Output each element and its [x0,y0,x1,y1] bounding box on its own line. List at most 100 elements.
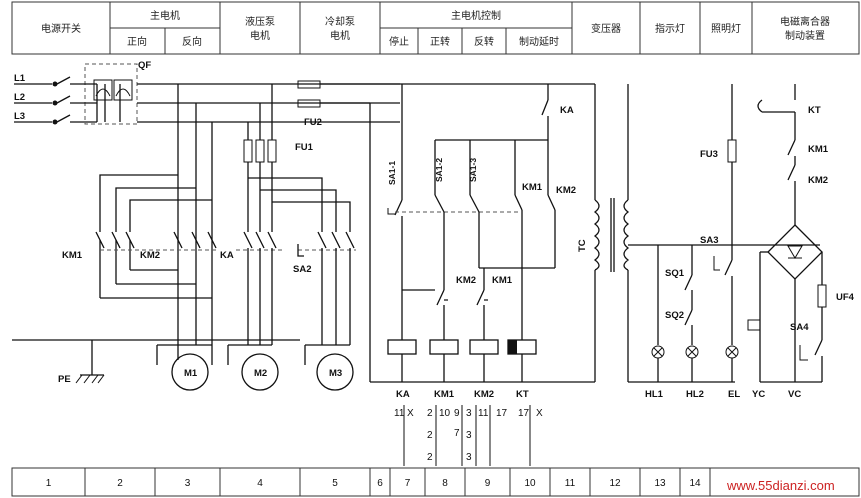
label-coil-km1: KM1 [434,389,455,400]
label-ka-top: KA [560,105,574,116]
label-km2-main: KM2 [140,250,160,261]
xref-km1-8: 2 [427,452,433,463]
clutch-circuit: KT KM1 KM2 UF4 SA4 YC VC [747,84,855,400]
header-cooling-pump: 冷却泵 [325,15,355,28]
label-coil-km2: KM2 [474,389,494,400]
label-yc: YC [752,389,765,400]
label-m3: M3 [329,368,342,379]
watermark: www.55dianzi.com [726,478,835,493]
label-sa1-3: SA1-3 [468,158,478,182]
xref-km1-5: 7 [454,428,460,439]
header-cooling-motor: 电机 [330,29,350,42]
label-tc: TC [577,239,588,252]
footer-cell-1: 1 [46,478,52,489]
header-hydraulic-motor: 电机 [250,29,270,42]
label-coil-kt: KT [516,389,529,400]
km2-main-contacts: KM2 [140,231,217,261]
fuse-fu1: FU1 [243,84,351,232]
control-circuit: SA1-1 KA SA1-2 SA1-3 KM1 KM2 KM [320,83,596,400]
footer-cell-2: 2 [117,478,123,489]
label-sq1: SQ1 [665,268,685,279]
xref-ka-1: 11 [394,408,405,419]
footer-cell-3: 3 [185,478,191,489]
label-m1: M1 [184,368,198,379]
xref-km1-2: 10 [439,408,451,419]
xref-km1-7: 2 [427,430,433,441]
motor-power-circuit: KM1 KM2 M1 [62,84,217,391]
label-qf: QF [138,60,151,71]
footer-cell-8: 8 [442,478,448,489]
header-lighting: 照明灯 [711,23,741,35]
header-brake-device: 制动装置 [785,29,825,42]
indicator-circuit: HL1 SQ1 SQ2 HL2 FU3 SA3 EL [645,84,740,400]
footer-cell-14: 14 [689,478,701,489]
power-input: L1 L2 L3 QF [14,60,400,125]
coil-km1 [429,339,459,355]
header-indicator: 指示灯 [655,22,685,35]
label-uf4: UF4 [836,292,855,303]
footer-cell-7: 7 [405,478,411,489]
cross-reference: 11 X 2 10 9 3 7 3 2 2 3 11 17 17 X [394,405,543,466]
header-reverse-rotation: 反转 [474,35,494,48]
label-sq2: SQ2 [665,310,684,321]
header-brake-delay: 制动延时 [519,35,559,48]
header-main-motor-control: 主电机控制 [451,9,501,22]
pe-ground: PE [12,339,300,385]
footer-cell-11: 11 [565,478,576,489]
label-fu3: FU3 [700,149,718,160]
header-power-switch: 电源开关 [41,22,81,35]
header-transformer: 变压器 [591,22,621,35]
header-stop: 停止 [389,35,409,48]
xref-km1-1: 2 [427,408,433,419]
xref-km1-6: 3 [466,430,472,441]
label-fu2: FU2 [304,117,322,128]
footer-cell-4: 4 [257,478,263,489]
label-kt-top: KT [808,105,821,116]
label-l1: L1 [14,73,26,84]
transformer-tc: TC [577,84,820,383]
fuse-fu2: FU2 [297,80,322,128]
label-vc: VC [788,389,801,400]
label-km2-interlock: KM2 [456,275,476,286]
footer-cell-12: 12 [609,478,621,489]
xref-km1-3: 9 [454,408,460,419]
coil-km2 [469,339,499,355]
label-sa1-1: SA1-1 [387,161,397,185]
header-forward-rotation: 正转 [430,35,450,48]
xref-kt-2: X [536,408,543,419]
label-sa1-2: SA1-2 [434,158,444,182]
label-km1-main: KM1 [62,250,83,261]
label-km1-ctrl: KM1 [522,182,543,193]
label-sa4: SA4 [790,322,809,333]
label-km2-ctrl: KM2 [556,185,576,196]
header-hydraulic-pump: 液压泵 [245,15,275,28]
label-fu1: FU1 [295,142,314,153]
ka-main-contacts: KA M2 [220,231,282,391]
xref-km1-4: 3 [466,408,472,419]
label-ka-main: KA [220,250,234,261]
label-l2: L2 [14,92,25,103]
footer-cell-10: 10 [524,478,536,489]
coil-ka [387,339,417,355]
xref-km2-1: 11 [478,408,489,419]
xref-ka-2: X [407,408,414,419]
label-km2-right: KM2 [808,175,828,186]
svg-text:3: 3 [466,452,472,463]
header-main-motor: 主电机 [150,9,180,22]
header-table: 电源开关 主电机 正向 反向 液压泵 电机 冷却泵 电机 主电机控制 停止 正转… [11,1,860,55]
header-clutch: 电磁离合器 [780,15,830,28]
footer-cell-5: 5 [332,478,338,489]
label-sa2: SA2 [293,264,311,275]
label-el: EL [728,389,740,400]
xref-kt-1: 17 [518,408,530,419]
xref-km2-2: 17 [496,408,508,419]
km1-main-contacts: KM1 [62,231,135,261]
footer-cell-6: 6 [377,478,383,489]
label-pe: PE [58,374,71,385]
label-km1-right: KM1 [808,144,829,155]
label-coil-ka: KA [396,389,410,400]
header-reverse: 反向 [182,35,202,48]
header-forward: 正向 [127,35,147,48]
label-hl1: HL1 [645,389,664,400]
label-km1-interlock: KM1 [492,275,513,286]
